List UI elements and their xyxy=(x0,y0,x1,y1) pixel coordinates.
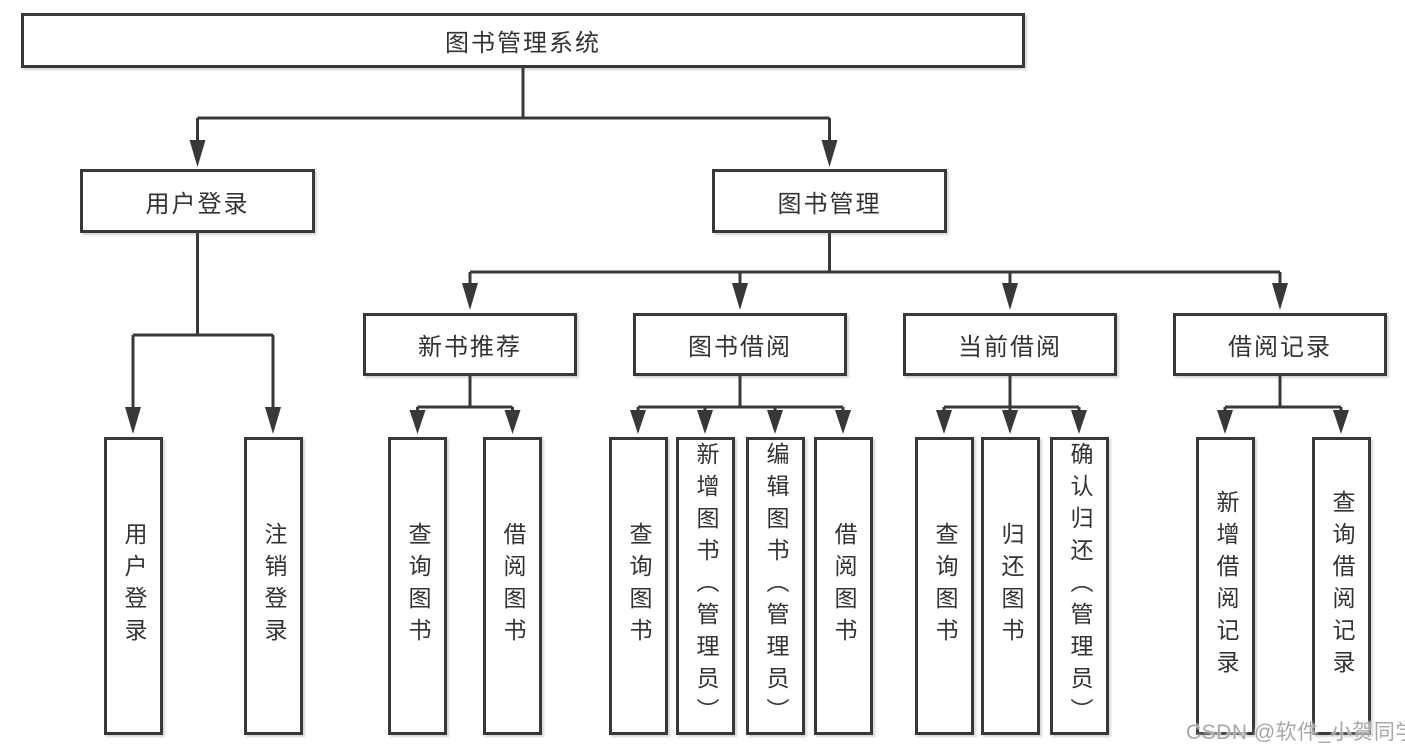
leaf-logout: 注销登录 xyxy=(244,437,303,735)
arrowhead-icon xyxy=(125,407,141,434)
arrowhead-icon xyxy=(1002,410,1018,434)
arrowhead-icon xyxy=(409,410,426,434)
arrowhead-icon xyxy=(1333,410,1349,434)
arrowhead-icon xyxy=(1217,410,1233,434)
leaf-borrow-books: 借阅图书 xyxy=(814,437,873,735)
node-borrow-records: 借阅记录 xyxy=(1173,313,1387,376)
arrowhead-icon xyxy=(504,410,521,434)
arrowhead-icon xyxy=(462,283,478,310)
arrowhead-icon xyxy=(1071,410,1087,434)
leaf-add-books-admin: 新增图书（管理员） xyxy=(676,437,735,735)
arrowhead-icon xyxy=(821,140,838,167)
leaf-user-login: 用户登录 xyxy=(104,437,163,735)
arrowhead-icon xyxy=(630,410,646,434)
leaf-borrow-books: 借阅图书 xyxy=(483,437,542,735)
leaf-confirm-return-admin: 确认归还（管理员） xyxy=(1050,437,1109,735)
arrowhead-icon xyxy=(767,410,783,434)
arrowhead-icon xyxy=(265,407,281,434)
arrowhead-icon xyxy=(835,410,851,434)
leaf-add-borrow-record: 新增借阅记录 xyxy=(1196,437,1255,735)
arrowhead-icon xyxy=(697,410,713,434)
arrowhead-icon xyxy=(1272,283,1288,310)
leaf-query-borrow-record: 查询借阅记录 xyxy=(1312,437,1371,735)
node-user-login-branch: 用户登录 xyxy=(80,169,315,233)
arrowhead-icon xyxy=(732,283,748,310)
node-new-book-recommend: 新书推荐 xyxy=(363,313,577,376)
leaf-edit-books-admin: 编辑图书（管理员） xyxy=(746,437,805,735)
leaf-query-books: 查询图书 xyxy=(609,437,668,735)
arrowhead-icon xyxy=(189,140,206,167)
leaf-query-books: 查询图书 xyxy=(388,437,447,735)
arrowhead-icon xyxy=(936,410,952,434)
node-book-mgmt-branch: 图书管理 xyxy=(712,169,947,233)
leaf-return-books: 归还图书 xyxy=(981,437,1040,735)
node-book-borrow: 图书借阅 xyxy=(633,313,847,376)
node-root-system: 图书管理系统 xyxy=(21,13,1025,68)
arrowhead-icon xyxy=(1002,283,1018,310)
node-current-borrow: 当前借阅 xyxy=(903,313,1117,376)
leaf-query-books: 查询图书 xyxy=(915,437,974,735)
csdn-watermark: CSDN @软件_小贺同学 xyxy=(1186,721,1405,744)
